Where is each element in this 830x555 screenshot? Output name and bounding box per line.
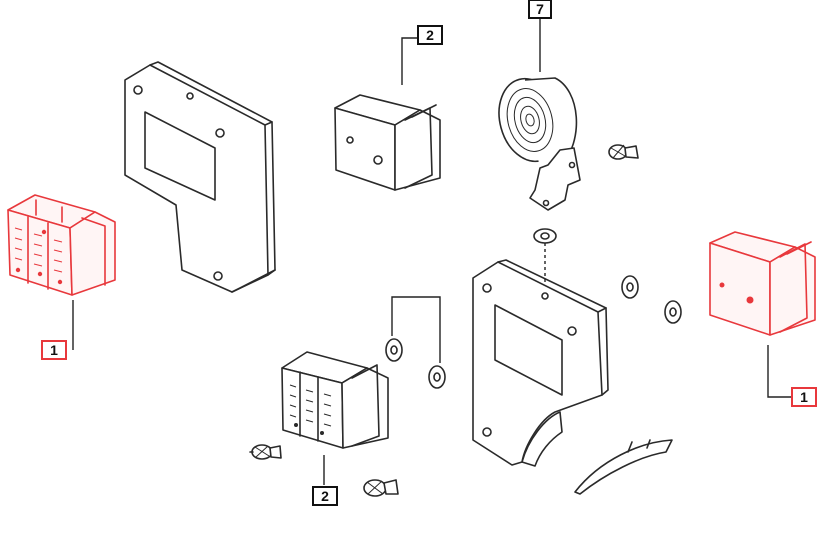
bottom-side-lamp[interactable] (281, 351, 389, 449)
grommet-center-2[interactable] (428, 365, 446, 389)
washer-horn[interactable] (533, 228, 557, 244)
horn[interactable] (490, 72, 581, 211)
top-side-marker-lamp[interactable] (334, 94, 441, 191)
svg-text:1: 1 (800, 389, 808, 405)
svg-text:2: 2 (426, 27, 434, 43)
curved-trim-piece[interactable] (574, 439, 673, 495)
bulb-top-right[interactable] (608, 144, 639, 160)
right-mounting-bracket[interactable] (472, 259, 609, 467)
callout-2-bottom: 2 (312, 455, 338, 506)
callout-1-right: 1 (767, 345, 817, 407)
callout-7-top: 7 (528, 0, 552, 72)
callout-2-top: 2 (401, 25, 443, 85)
callout-1-left: 1 (41, 300, 74, 360)
left-tail-lamp[interactable] (7, 194, 116, 296)
left-mounting-bracket[interactable] (124, 61, 276, 293)
svg-text:7: 7 (536, 1, 544, 17)
bulb-bottom-center[interactable] (363, 479, 399, 497)
grommet-center-1[interactable] (385, 338, 403, 362)
bulb-bottom-left[interactable] (249, 444, 282, 460)
grommet-right-2[interactable] (664, 300, 682, 324)
svg-text:1: 1 (50, 342, 58, 358)
grommet-group-leader (391, 296, 441, 363)
svg-text:2: 2 (321, 488, 329, 504)
right-tail-lamp[interactable] (709, 231, 816, 336)
grommet-right-1[interactable] (621, 275, 639, 299)
